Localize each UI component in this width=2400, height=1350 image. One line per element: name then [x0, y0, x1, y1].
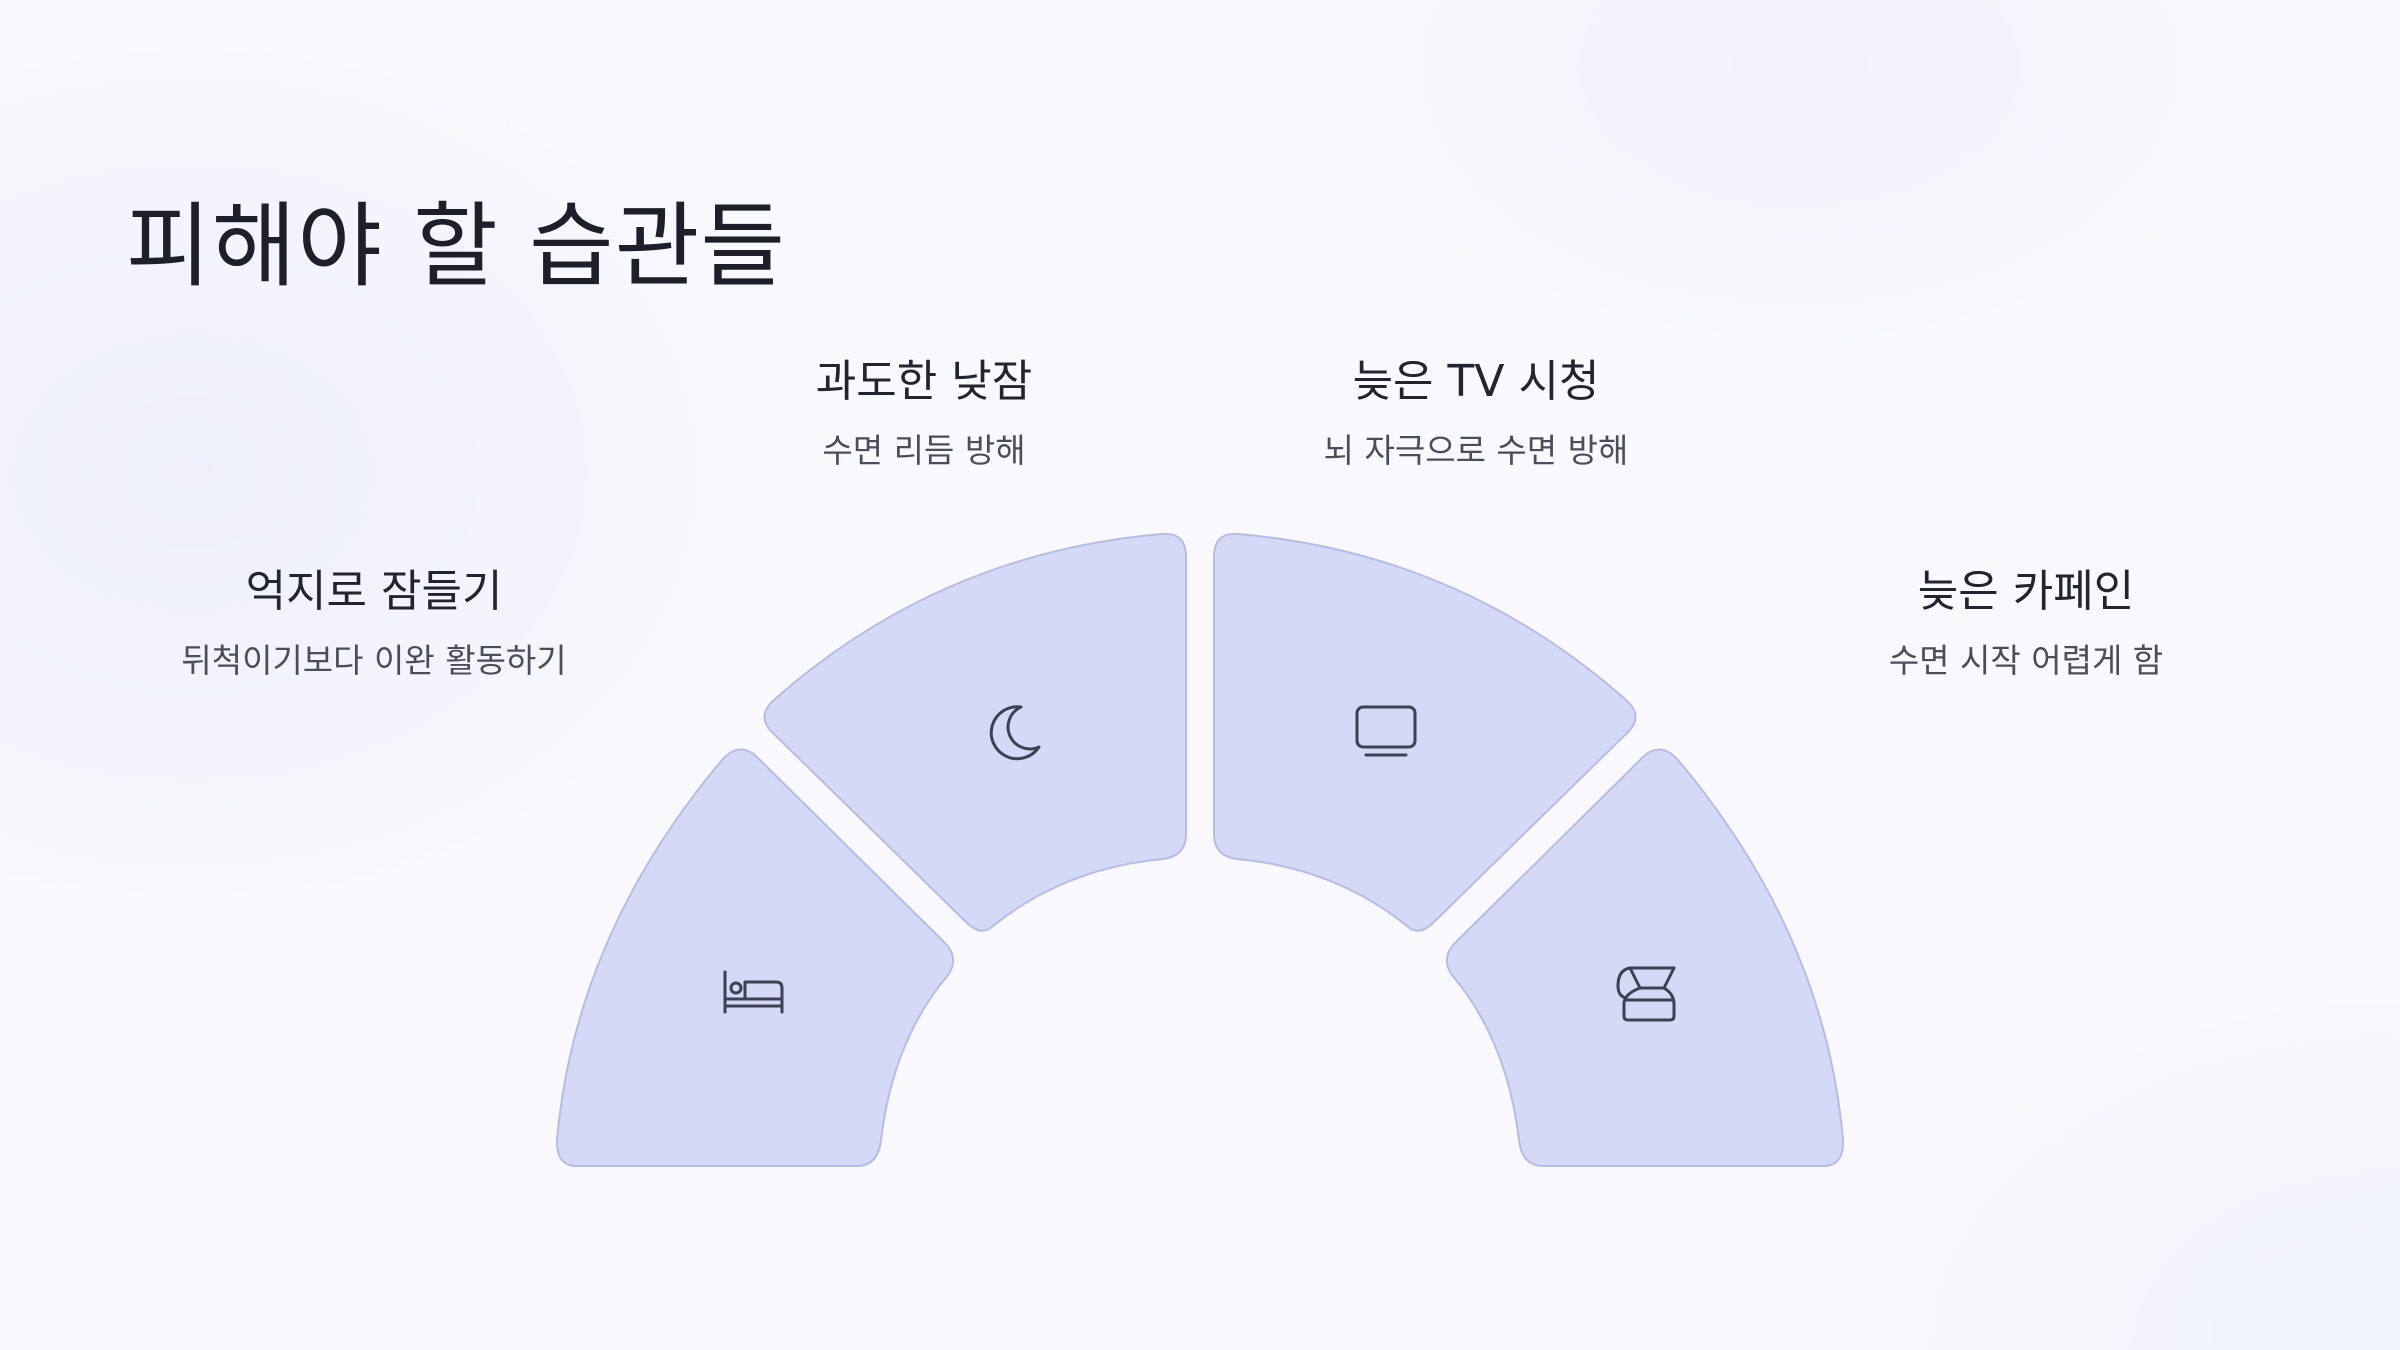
arc-segment-late-caffeine [1445, 748, 1845, 1167]
habit-description: 수면 시작 어렵게 함 [1888, 640, 2164, 680]
coffee-pot-icon [1616, 966, 1676, 1022]
habit-description: 뒤척이기보다 이완 활동하기 [181, 640, 567, 680]
page-title: 피해야 할 습관들 [126, 193, 786, 300]
habit-heading: 억지로 잠들기 [245, 566, 503, 617]
arc-segment-forced-sleep [555, 748, 955, 1167]
arc-segment-late-tv [1213, 532, 1637, 932]
tv-icon [1355, 705, 1417, 757]
moon-icon [989, 705, 1041, 761]
habit-label-late-tv: 늦은 TV 시청 뇌 자극으로 수면 방해 [1176, 356, 1776, 470]
habit-label-excessive-nap: 과도한 낮잠 수면 리듬 방해 [624, 356, 1224, 470]
habit-heading: 늦은 카페인 [1917, 566, 2135, 617]
habit-heading: 늦은 TV 시청 [1352, 356, 1600, 407]
bed-icon [723, 970, 784, 1014]
habit-label-late-caffeine: 늦은 카페인 수면 시작 어렵게 함 [1726, 566, 2326, 680]
habit-description: 수면 리듬 방해 [822, 430, 1026, 470]
habit-description: 뇌 자극으로 수면 방해 [1323, 430, 1629, 470]
habit-heading: 과도한 낮잠 [815, 356, 1033, 407]
arc-segment-excessive-nap [763, 532, 1187, 932]
habit-label-forced-sleep: 억지로 잠들기 뒤척이기보다 이완 활동하기 [74, 566, 674, 680]
